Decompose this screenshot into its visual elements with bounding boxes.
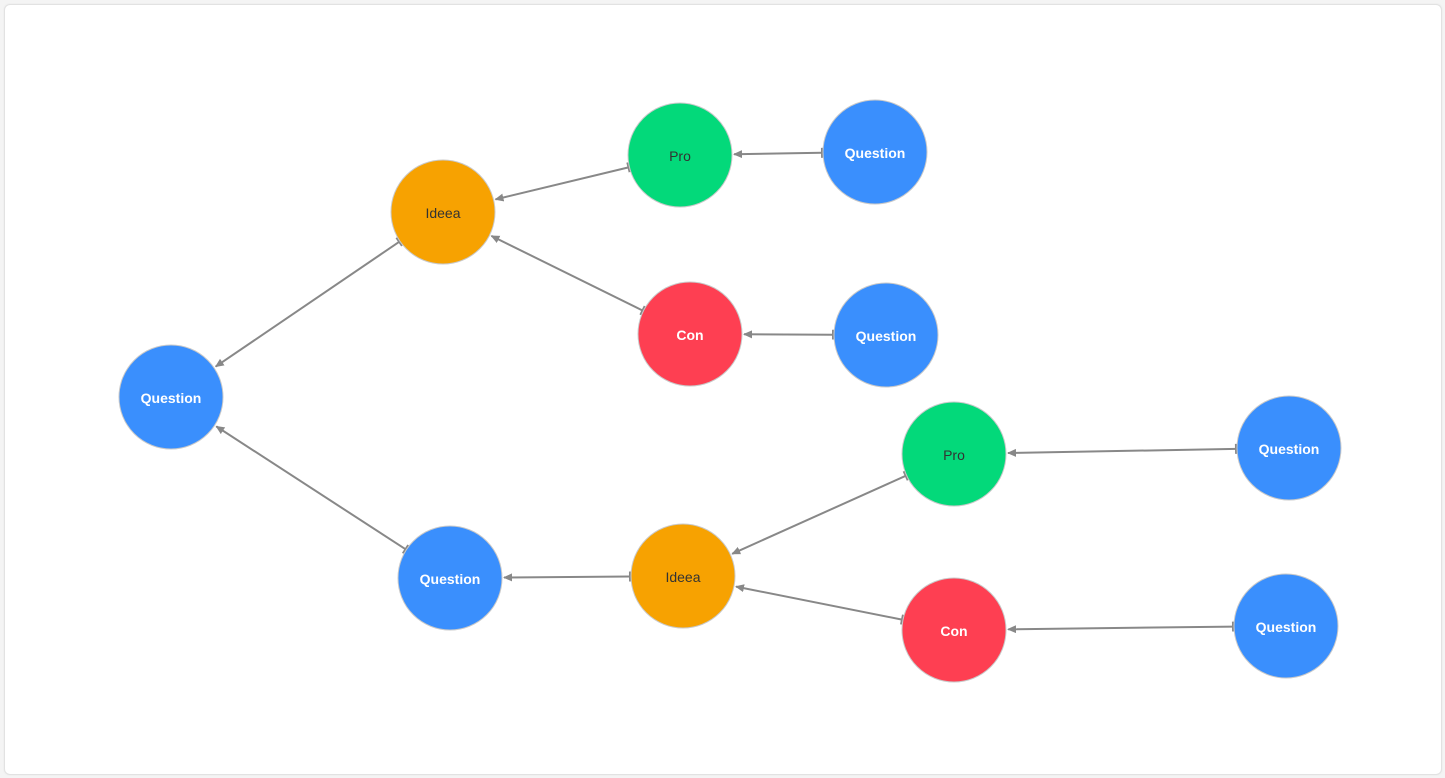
node-q-con-top[interactable]: Question [833,282,939,388]
edge-pro-bottom-to-idea-bottom [731,470,909,555]
edge-q-pro-bottom-to-pro-bottom [1007,443,1238,457]
question-node-label: Question [856,328,917,344]
pro-node-label: Pro [669,148,691,164]
edge-pro-top-to-idea-top [494,162,631,202]
edge-q-con-bottom-to-con-bottom [1007,621,1235,634]
con-node-circle[interactable] [901,577,1007,683]
question-node-circle[interactable] [822,99,928,205]
edge-con-bottom-to-idea-bottom [735,584,904,625]
edge-q-mid-to-q-root [215,425,410,554]
con-node-circle[interactable] [637,281,743,387]
question-node-label: Question [1259,441,1320,457]
node-q-mid[interactable]: Question [397,525,503,631]
idea-node-label: Ideea [665,569,700,585]
question-node-circle[interactable] [397,525,503,631]
node-pro-top[interactable]: Pro [627,102,733,208]
node-con-top[interactable]: Con [637,281,743,387]
node-idea-top[interactable]: Ideea [390,159,496,265]
edge-con-top-to-idea-top [490,235,646,316]
pro-node-circle[interactable] [901,401,1007,507]
pro-node-circle[interactable] [627,102,733,208]
edges-layer [214,147,1238,634]
question-node-circle[interactable] [118,344,224,450]
con-node-label: Con [676,327,703,343]
node-con-bottom[interactable]: Con [901,577,1007,683]
question-node-label: Question [845,145,906,161]
idea-node-circle[interactable] [630,523,736,629]
edge-idea-top-to-q-root [214,237,403,368]
idea-node-circle[interactable] [390,159,496,265]
edge-q-pro-top-to-pro-top [733,147,824,159]
edge-idea-bottom-to-q-mid [503,571,632,582]
node-pro-bottom[interactable]: Pro [901,401,1007,507]
question-node-label: Question [420,571,481,587]
node-q-root[interactable]: Question [118,344,224,450]
node-q-pro-top[interactable]: Question [822,99,928,205]
node-q-con-bottom[interactable]: Question [1233,573,1339,679]
question-node-label: Question [1256,619,1317,635]
question-node-circle[interactable] [1233,573,1339,679]
node-idea-bottom[interactable]: Ideea [630,523,736,629]
question-node-circle[interactable] [1236,395,1342,501]
con-node-label: Con [940,623,967,639]
question-node-label: Question [141,390,202,406]
idea-node-label: Ideea [425,205,460,221]
pro-node-label: Pro [943,447,965,463]
question-node-circle[interactable] [833,282,939,388]
node-q-pro-bottom[interactable]: Question [1236,395,1342,501]
